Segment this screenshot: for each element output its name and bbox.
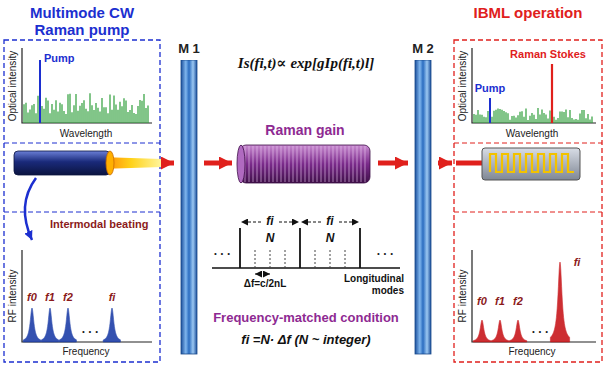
axis-label: Frequency: [508, 346, 555, 358]
spacing-label: fi: [266, 215, 273, 229]
condition-formula: fi =N· Δf (N ~ integer): [241, 333, 370, 348]
fiber-end: [106, 151, 114, 175]
plot-axis: [22, 48, 152, 123]
beam-arrow: [438, 161, 452, 166]
beam-arrow: [162, 161, 174, 166]
frequency-label: fi: [109, 291, 116, 304]
gain-fiber: Raman gain: [232, 120, 378, 190]
delta-arrow: [263, 274, 270, 275]
coil-shape: [232, 141, 378, 187]
annotation: Intermodal beating: [50, 218, 148, 231]
panel-divider: [4, 212, 160, 213]
pump-line: [39, 60, 41, 123]
axis-label: RF intensity: [457, 270, 469, 323]
ellipsis: . . .: [377, 245, 394, 259]
axis-label: Optical intensity: [457, 51, 469, 122]
rf-peak: [509, 320, 527, 342]
panel-title: IBML operation: [458, 2, 598, 21]
rf-peak: [59, 308, 76, 342]
coil-windings: [244, 146, 366, 182]
plot-axis: [22, 250, 152, 342]
detector-box: [482, 148, 580, 180]
axis-label: Wavelength: [506, 128, 558, 140]
plot-axis: [472, 48, 596, 123]
mode-line-dashed: [255, 250, 256, 268]
mode-line: [359, 228, 361, 268]
panel-border: [454, 40, 602, 362]
node-label: M 2: [408, 40, 438, 57]
gain-equation: Is(fi,t)∝ exp[gIp(fi,t)l]: [238, 55, 374, 72]
mode-count: N: [266, 232, 275, 246]
rf-peak: [103, 308, 120, 342]
spacing-arrow: [339, 222, 359, 223]
mode-spacing: Δf=c/2nL: [244, 278, 286, 290]
rf-peak: [23, 308, 41, 342]
mode-line-dashed: [270, 250, 271, 268]
peak-label: Raman Stokes: [510, 48, 586, 61]
ellipsis: . . .: [214, 245, 231, 259]
mode-line-dashed: [285, 250, 286, 268]
mirror: M 2: [408, 40, 438, 356]
mirror-plate: [181, 60, 197, 354]
frequency-label: f1: [45, 291, 55, 304]
panel-divider: [454, 143, 602, 144]
axis-label: Wavelength: [60, 128, 112, 140]
ellipsis: . . .: [82, 323, 99, 337]
panel-border: [4, 40, 160, 362]
spacing-arrow: [279, 222, 299, 223]
mirror-shape: [408, 60, 438, 356]
spacing-label: fi: [326, 215, 333, 229]
condition-title: Frequency-matched condition: [213, 311, 399, 326]
frequency-label: f2: [63, 291, 73, 304]
peak-label: Pump: [44, 52, 75, 65]
pump-panel: Multimode CW Raman pump: [2, 2, 162, 366]
axis-label: Optical intensity: [7, 51, 19, 122]
beating-arrow: [25, 178, 36, 240]
axis-label: Longitudinal modes: [338, 273, 404, 296]
node-label: M 1: [174, 40, 204, 57]
rf-peak: [491, 320, 509, 342]
pump-fiber: [14, 151, 110, 175]
axis-label: RF intensity: [7, 270, 19, 323]
mode-line: [299, 228, 301, 268]
pulse-train: [490, 154, 574, 172]
peak-label: Pump: [475, 82, 506, 95]
frequency-label: f1: [495, 295, 505, 308]
mirror-plate: [415, 60, 431, 354]
coil-body: [240, 145, 370, 183]
rf-peak: [550, 262, 569, 342]
frequency-label: f2: [513, 295, 523, 308]
axis-label: Frequency: [62, 346, 109, 358]
mode-line: [239, 228, 241, 268]
mirror-shape: [174, 60, 204, 356]
panel-title: Multimode CW Raman pump: [17, 2, 147, 39]
noise-spectrum: [474, 108, 592, 123]
frequency-label: f0: [477, 295, 487, 308]
mode-line-dashed: [330, 250, 331, 268]
frequency-label: fi: [574, 256, 581, 269]
mode-line-dashed: [345, 250, 346, 268]
node-label: Raman gain: [232, 120, 378, 138]
panel-divider: [4, 143, 160, 144]
mode-line-dashed: [315, 250, 316, 268]
ellipsis: . . .: [532, 323, 549, 337]
frequency-label: f0: [27, 291, 37, 304]
spacing-arrow: [241, 222, 261, 223]
mode-count: N: [326, 232, 335, 246]
coil-end: [237, 145, 245, 183]
delta-arrow: [255, 274, 262, 275]
beam-arrow: [378, 161, 408, 166]
panel-divider: [454, 212, 602, 213]
output-beam: [456, 161, 482, 166]
stokes-line: [551, 64, 553, 123]
spacing-arrow: [301, 222, 321, 223]
mirror: M 1: [174, 40, 204, 356]
pump-line: [489, 98, 491, 123]
beam-arrow: [204, 161, 232, 166]
plot-axis: [472, 250, 596, 342]
rf-peak: [41, 308, 59, 342]
rf-peak: [473, 320, 491, 342]
noise-spectrum: [24, 93, 148, 123]
